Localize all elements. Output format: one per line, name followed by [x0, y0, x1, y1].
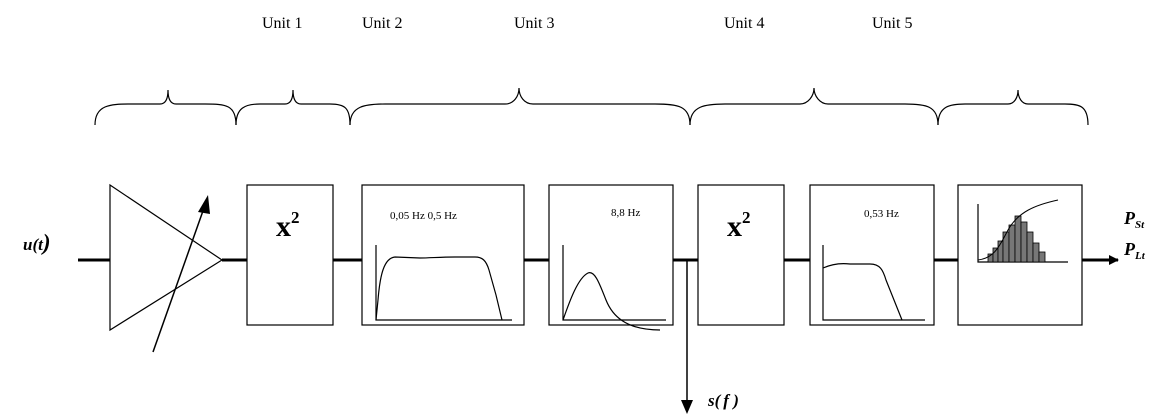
tap-paren-open: (: [715, 391, 722, 410]
bandpass-filter-frame: [361, 184, 525, 326]
weighting-filter-label: 8,8 Hz: [611, 207, 640, 219]
histogram-icon: [977, 199, 1068, 263]
unit-label-5: Unit 5: [872, 15, 912, 32]
gain-adjust-arrow: [152, 207, 205, 353]
lowpass-filter-frame: [809, 184, 935, 326]
squaring-block-1-symbol: x2: [276, 208, 300, 243]
lowpass-axes: [822, 245, 925, 321]
unit-labels: Unit 1 Unit 2 Unit 3 Unit 4 Unit 5: [262, 15, 912, 32]
brace-unit-5: [937, 89, 1089, 126]
bandpass-response-curve: [375, 256, 503, 321]
squaring-1-exponent: 2: [291, 208, 300, 227]
squaring-2-exponent: 2: [742, 208, 751, 227]
brace-unit-2-3: [349, 87, 691, 126]
unit-label-4: Unit 4: [724, 15, 764, 32]
unit-label-1: Unit 1: [262, 15, 302, 32]
unit-label-2: Unit 2: [362, 15, 402, 32]
squaring-block-1: x2: [246, 184, 334, 326]
lowpass-response-curve: [822, 263, 903, 321]
squaring-block-1-frame: [246, 184, 334, 326]
amplifier-triangle: [109, 183, 224, 332]
input-paren-close: ): [41, 230, 51, 255]
squaring-1-base: x: [276, 210, 291, 243]
gain-adjust-arrowhead: [198, 195, 210, 214]
tap-arg: f: [723, 391, 731, 410]
pst-sub: St: [1135, 219, 1145, 231]
weighting-response-curve: [562, 272, 661, 331]
input-voltage-adapter: [109, 183, 224, 353]
statistical-evaluation-block: [957, 184, 1083, 326]
tap-output-label: s(f ): [707, 391, 739, 410]
input-arg: t: [38, 235, 44, 254]
brace-unit-1: [235, 89, 351, 126]
grouping-braces: [94, 87, 1089, 126]
brace-input-adapter: [94, 89, 237, 126]
lowpass-filter-block: 0,53 Hz: [809, 184, 935, 326]
brace-unit-4: [689, 87, 939, 126]
pst-main: P: [1123, 208, 1136, 228]
squaring-block-2-frame: [697, 184, 785, 326]
weighting-filter-frame: [548, 184, 674, 326]
input-signal-label: u(t): [23, 230, 51, 255]
bandpass-filter-label: 0,05 Hz 0,5 Hz: [390, 210, 457, 222]
tap-arrowhead: [681, 400, 693, 414]
bandpass-filter-block: 0,05 Hz 0,5 Hz: [361, 184, 525, 326]
squaring-block-2-symbol: x2: [727, 208, 751, 243]
pst-output-label: PSt: [1123, 208, 1145, 231]
input-paren-open: (: [32, 235, 39, 254]
weighting-filter-block: 8,8 Hz: [548, 184, 674, 331]
lowpass-filter-label: 0,53 Hz: [864, 208, 899, 220]
squaring-2-base: x: [727, 210, 742, 243]
tap-paren-close: ): [729, 391, 739, 410]
unit-label-3: Unit 3: [514, 15, 554, 32]
plt-main: P: [1123, 239, 1136, 259]
input-func: u: [23, 235, 32, 254]
plt-sub: Lt: [1134, 250, 1146, 262]
tap-func: s: [707, 391, 715, 410]
squaring-block-2: x2: [697, 184, 785, 326]
plt-output-label: PLt: [1123, 239, 1146, 262]
